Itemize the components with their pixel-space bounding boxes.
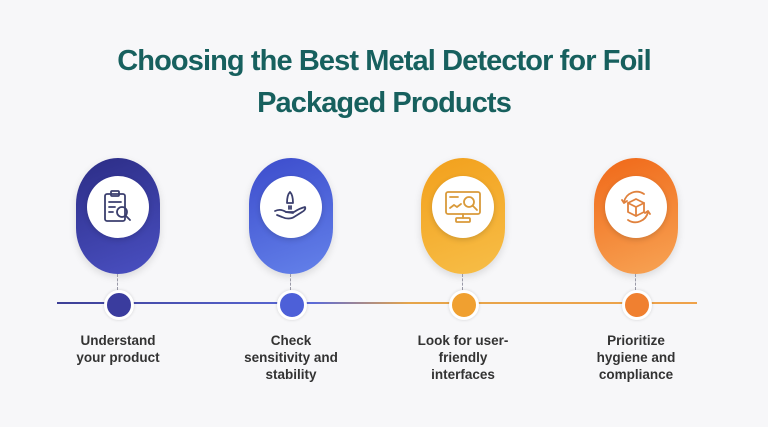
step-label-line: your product (76, 350, 160, 365)
step-label-line: Check (270, 333, 312, 348)
hand-rocket-icon (260, 176, 322, 238)
timeline-dot (449, 290, 479, 320)
step-label-line: Understand (80, 333, 156, 348)
step-label-line: friendly (438, 350, 488, 365)
step-label-line: stability (265, 367, 317, 382)
clipboard-search-icon (87, 176, 149, 238)
step-label-line: Prioritize (607, 333, 665, 348)
step-label: Prioritize hygiene and compliance (566, 332, 706, 383)
step-pill (249, 158, 333, 274)
timeline-dot (622, 290, 652, 320)
page-title: Choosing the Best Metal Detector for Foi… (0, 40, 768, 124)
connector-dashed-line (290, 274, 291, 290)
connector-dashed-line (635, 274, 636, 290)
timeline-dot (104, 290, 134, 320)
step-pill (421, 158, 505, 274)
timeline-dot (277, 290, 307, 320)
title-line-1: Choosing the Best Metal Detector for Foi… (117, 45, 651, 77)
step-label: Look for user-friendly interfaces (393, 332, 533, 383)
step-label: Check sensitivity and stability (221, 332, 361, 383)
step-label-line: sensitivity and (244, 350, 338, 365)
step-label: Understand your product (48, 332, 188, 366)
step-label-line: interfaces (431, 367, 495, 382)
step-label-line: Look for user- (417, 333, 509, 348)
connector-dashed-line (117, 274, 118, 290)
step-pill (594, 158, 678, 274)
box-cycle-icon (605, 176, 667, 238)
connector-dashed-line (462, 274, 463, 290)
monitor-search-icon (432, 176, 494, 238)
title-line-2: Packaged Products (257, 87, 512, 119)
step-label-line: compliance (598, 367, 674, 382)
step-pill (76, 158, 160, 274)
timeline-line (57, 302, 697, 304)
step-label-line: hygiene and (596, 350, 676, 365)
